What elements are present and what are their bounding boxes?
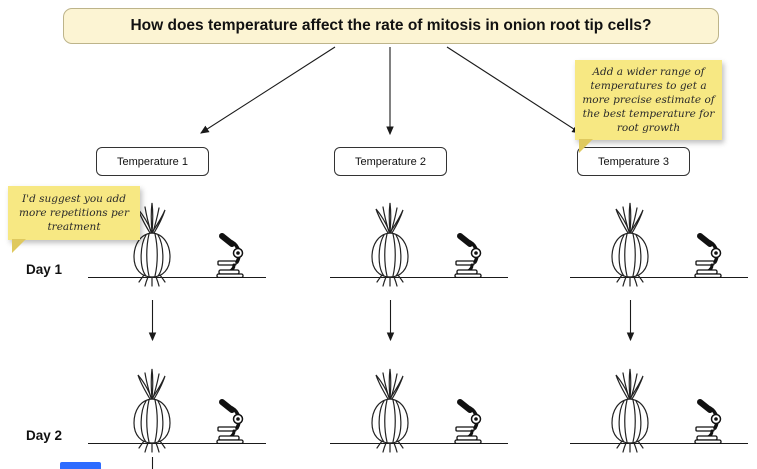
onion-icon (362, 367, 418, 453)
treatment-box-3[interactable]: Temperature 3 (577, 147, 690, 176)
day-1-label[interactable]: Day 1 (26, 262, 63, 277)
microscope-icon (448, 396, 488, 444)
microscope-icon (210, 230, 250, 278)
sticky-note-repetitions[interactable]: I'd suggest you add more repetitions per… (8, 186, 140, 253)
treatment-box-2[interactable]: Temperature 2 (334, 147, 447, 176)
sticky-note-temperature-range[interactable]: Add a wider range of temperatures to get… (575, 60, 722, 153)
sticky-note-text: I'd suggest you add more repetitions per… (19, 192, 129, 234)
onion-icon (362, 201, 418, 287)
sticky-note-text: Add a wider range of temperatures to get… (582, 65, 715, 135)
microscope-icon (448, 230, 488, 278)
onion-icon (602, 367, 658, 453)
day-2-label[interactable]: Day 2 (26, 428, 63, 443)
onion-icon (124, 367, 180, 453)
research-question-box[interactable]: How does temperature affect the rate of … (63, 8, 719, 44)
bottom-ui-fragment[interactable] (60, 462, 101, 469)
treatment-box-1[interactable]: Temperature 1 (96, 147, 209, 176)
microscope-icon (210, 396, 250, 444)
microscope-icon (688, 230, 728, 278)
microscope-icon (688, 396, 728, 444)
onion-icon (602, 201, 658, 287)
